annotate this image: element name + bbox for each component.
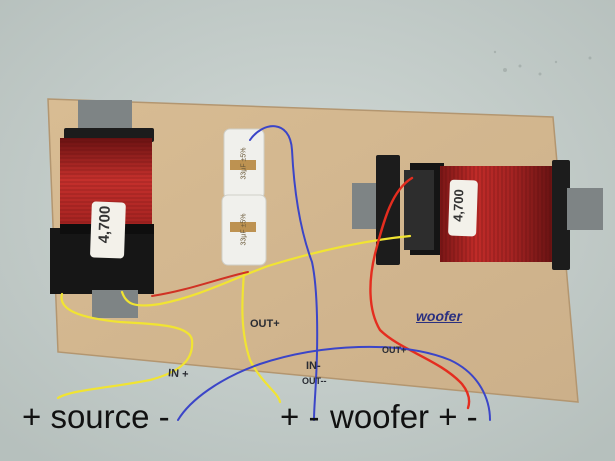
yellow-wire-source-plus <box>56 292 194 400</box>
caption-woofer-plus-minus: + - <box>280 398 320 435</box>
capacitor-bottom <box>221 194 267 266</box>
blue-wire-woofer-minus <box>249 125 319 421</box>
wires <box>56 125 491 421</box>
left-coil-label: 4,700 <box>95 205 114 244</box>
capacitor-bottom-print: 33µF ±5% <box>240 213 248 246</box>
blue-wire-source-minus <box>177 345 491 421</box>
capacitor-top-print: 33µF ±5% <box>240 147 248 180</box>
right-coil-label: 4,700 <box>450 188 467 223</box>
caption-source: + source - <box>22 398 170 435</box>
board-mark-in-minus: IN- <box>306 360 321 372</box>
red-wire-woofer-plus <box>369 176 471 410</box>
left-coil-sticker <box>90 201 126 259</box>
left-inductor-coil <box>50 100 154 318</box>
yellow-wire-bridge <box>120 234 412 307</box>
board-mark-out-plus-1: OUT+ <box>250 318 280 330</box>
board-mark-out-minus: OUT-- <box>302 376 327 386</box>
board-mark-in-plus: IN + <box>167 367 189 381</box>
right-coil-sticker <box>448 179 478 237</box>
board-mark-woofer: woofer <box>416 308 462 324</box>
caption-woofer: woofer + - <box>330 398 478 435</box>
yellow-wire-woofer-plus <box>241 270 282 404</box>
right-inductor-coil <box>352 155 603 270</box>
board-mark-out-plus-2: OUT+ <box>382 345 407 355</box>
red-wire-left <box>151 271 249 297</box>
wall-speckles <box>493 50 592 76</box>
